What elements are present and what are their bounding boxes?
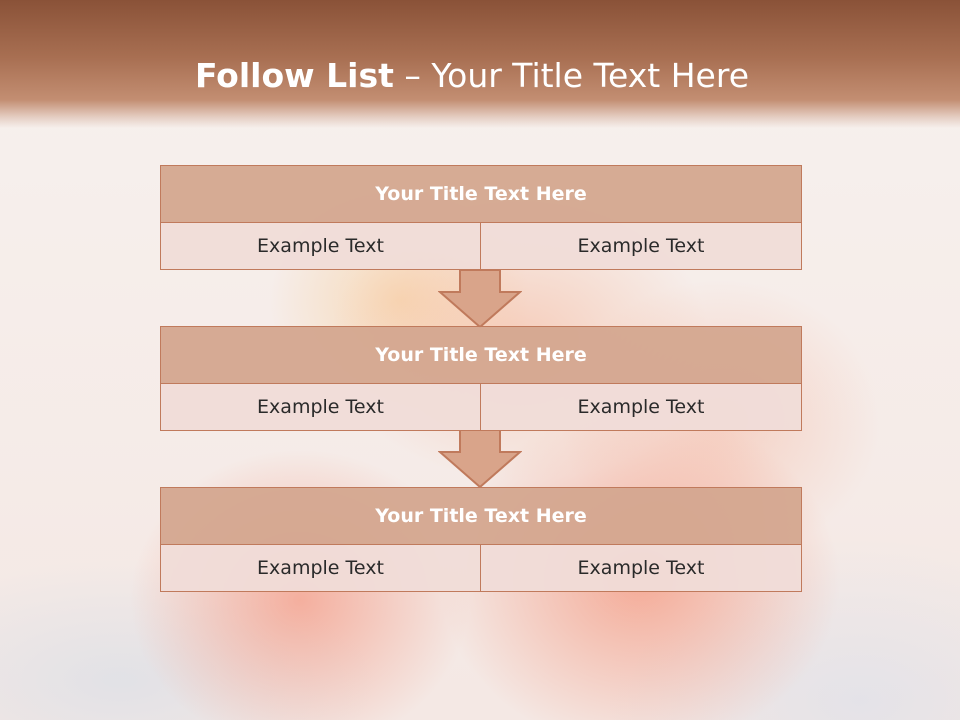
block-cell-left: Example Text: [160, 384, 481, 431]
block-title: Your Title Text Here: [160, 326, 802, 384]
block-cell-right: Example Text: [481, 223, 802, 270]
block-row: Example Text Example Text: [160, 545, 802, 593]
flow-block-3: Your Title Text Here Example Text Exampl…: [160, 487, 802, 593]
slide-title-rest: Your Title Text Here: [431, 56, 750, 95]
down-arrow-icon: [438, 430, 522, 488]
down-arrow-icon: [438, 270, 522, 328]
block-row: Example Text Example Text: [160, 223, 802, 271]
slide-title-separator: –: [393, 56, 432, 95]
header-band: [0, 0, 960, 128]
flow-block-2: Your Title Text Here Example Text Exampl…: [160, 326, 802, 432]
block-title: Your Title Text Here: [160, 487, 802, 545]
block-title: Your Title Text Here: [160, 165, 802, 223]
slide-title-bold: Follow List: [194, 56, 394, 95]
block-cell-left: Example Text: [160, 545, 481, 592]
block-row: Example Text Example Text: [160, 384, 802, 432]
slide-title: Follow List – Your Title Text Here: [0, 54, 944, 98]
flow-block-1: Your Title Text Here Example Text Exampl…: [160, 165, 802, 271]
block-cell-left: Example Text: [160, 223, 481, 270]
block-cell-right: Example Text: [481, 384, 802, 431]
block-cell-right: Example Text: [481, 545, 802, 592]
